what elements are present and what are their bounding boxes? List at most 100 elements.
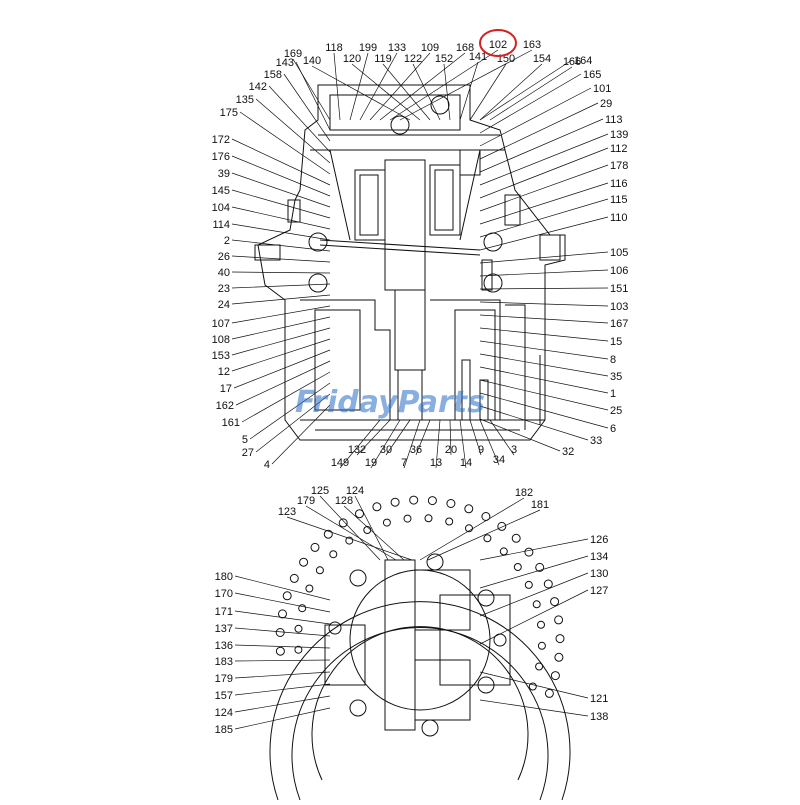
bolt-hole	[499, 547, 508, 556]
leader-line	[435, 419, 441, 469]
leader-line	[305, 505, 397, 561]
bolt-hole	[513, 563, 522, 571]
leader-line	[231, 189, 331, 219]
leader-line	[389, 49, 499, 121]
part-label-116: 116	[610, 178, 628, 190]
bolt-hole	[535, 662, 544, 671]
part-label-120: 120	[343, 53, 361, 65]
leader-line	[356, 419, 391, 456]
bolt-hole	[524, 547, 534, 557]
part-label-162: 162	[216, 400, 234, 412]
bolt-hole	[543, 579, 553, 589]
part-label-143: 143	[276, 57, 294, 69]
part-label-102: 102	[489, 39, 507, 51]
part-label-121: 121	[590, 693, 608, 705]
bolt-hole	[282, 591, 292, 601]
part-label-135: 135	[236, 94, 254, 106]
bolt-hole	[446, 499, 456, 508]
leader-line	[231, 316, 331, 340]
leader-line	[427, 509, 541, 561]
part-label-115: 115	[610, 194, 628, 206]
part-label-153: 153	[212, 350, 230, 362]
leader-line	[235, 360, 331, 406]
bolt-hole	[524, 580, 533, 589]
part-label-168: 168	[456, 42, 474, 54]
part-label-172: 172	[212, 134, 230, 146]
part-label-179: 179	[215, 673, 233, 685]
leader-line	[354, 495, 389, 561]
leader-line	[479, 216, 609, 251]
part-label-23: 23	[218, 283, 230, 295]
part-label-199: 199	[359, 42, 377, 54]
part-label-134: 134	[590, 551, 608, 563]
bolt-hole	[409, 495, 419, 505]
leader-line	[419, 497, 525, 561]
part-label-145: 145	[212, 185, 230, 197]
part-label-152: 152	[435, 53, 453, 65]
bolt-hole	[554, 615, 564, 625]
leader-line	[234, 627, 331, 637]
part-label-3: 3	[511, 444, 517, 456]
bolt-hole	[372, 502, 382, 512]
leader-line	[231, 283, 331, 289]
bolt-hole	[427, 496, 437, 506]
leader-line	[489, 66, 573, 121]
leader-line	[469, 63, 507, 121]
bolt-hole	[294, 645, 303, 654]
part-label-166: 166	[563, 56, 581, 68]
leader-line	[319, 495, 381, 561]
leader-line	[311, 65, 411, 121]
leader-line	[479, 118, 604, 173]
part-label-32: 32	[562, 446, 574, 458]
bolt-hole	[550, 597, 560, 607]
part-label-125: 125	[311, 485, 329, 497]
part-label-27: 27	[242, 447, 254, 459]
leader-line	[469, 419, 482, 456]
bolt-hole	[275, 646, 285, 656]
bolt-hole	[329, 550, 338, 559]
leader-line	[479, 164, 609, 212]
bolt-hole	[315, 566, 324, 575]
leader-line	[231, 294, 331, 305]
part-label-123: 123	[278, 506, 296, 518]
bolt-hole	[532, 600, 541, 609]
bolt-hole	[403, 514, 412, 523]
leader-line	[234, 644, 331, 649]
leader-line	[479, 405, 589, 441]
leader-line	[415, 419, 431, 456]
leader-line	[479, 251, 609, 264]
part-label-25: 25	[610, 405, 622, 417]
leader-line	[231, 138, 331, 186]
part-label-33: 33	[590, 435, 602, 447]
bolt-hole	[278, 609, 287, 619]
part-label-181: 181	[531, 499, 549, 511]
bolt-hole	[537, 620, 545, 629]
part-label-14: 14	[460, 457, 472, 469]
leader-line	[479, 269, 609, 277]
leader-line	[449, 419, 452, 456]
leader-line	[479, 671, 589, 699]
part-label-138: 138	[590, 711, 608, 723]
leader-line	[339, 419, 381, 469]
part-label-35: 35	[610, 371, 622, 383]
part-label-119: 119	[374, 53, 392, 65]
part-label-103: 103	[610, 301, 628, 313]
bolt-hole	[511, 533, 521, 543]
part-label-30: 30	[380, 444, 392, 456]
leader-line	[369, 52, 431, 121]
leader-line	[231, 172, 331, 208]
bolt-hole	[497, 521, 507, 531]
part-label-6: 6	[610, 423, 616, 435]
bolt-hole	[464, 504, 474, 514]
leader-line	[479, 63, 543, 121]
leader-line	[385, 419, 411, 456]
leader-line	[479, 133, 609, 186]
leader-line	[479, 87, 592, 147]
part-label-124: 124	[346, 485, 364, 497]
part-label-105: 105	[610, 247, 628, 259]
bolt-hole	[323, 529, 333, 539]
part-label-24: 24	[218, 299, 230, 311]
part-label-108: 108	[212, 334, 230, 346]
